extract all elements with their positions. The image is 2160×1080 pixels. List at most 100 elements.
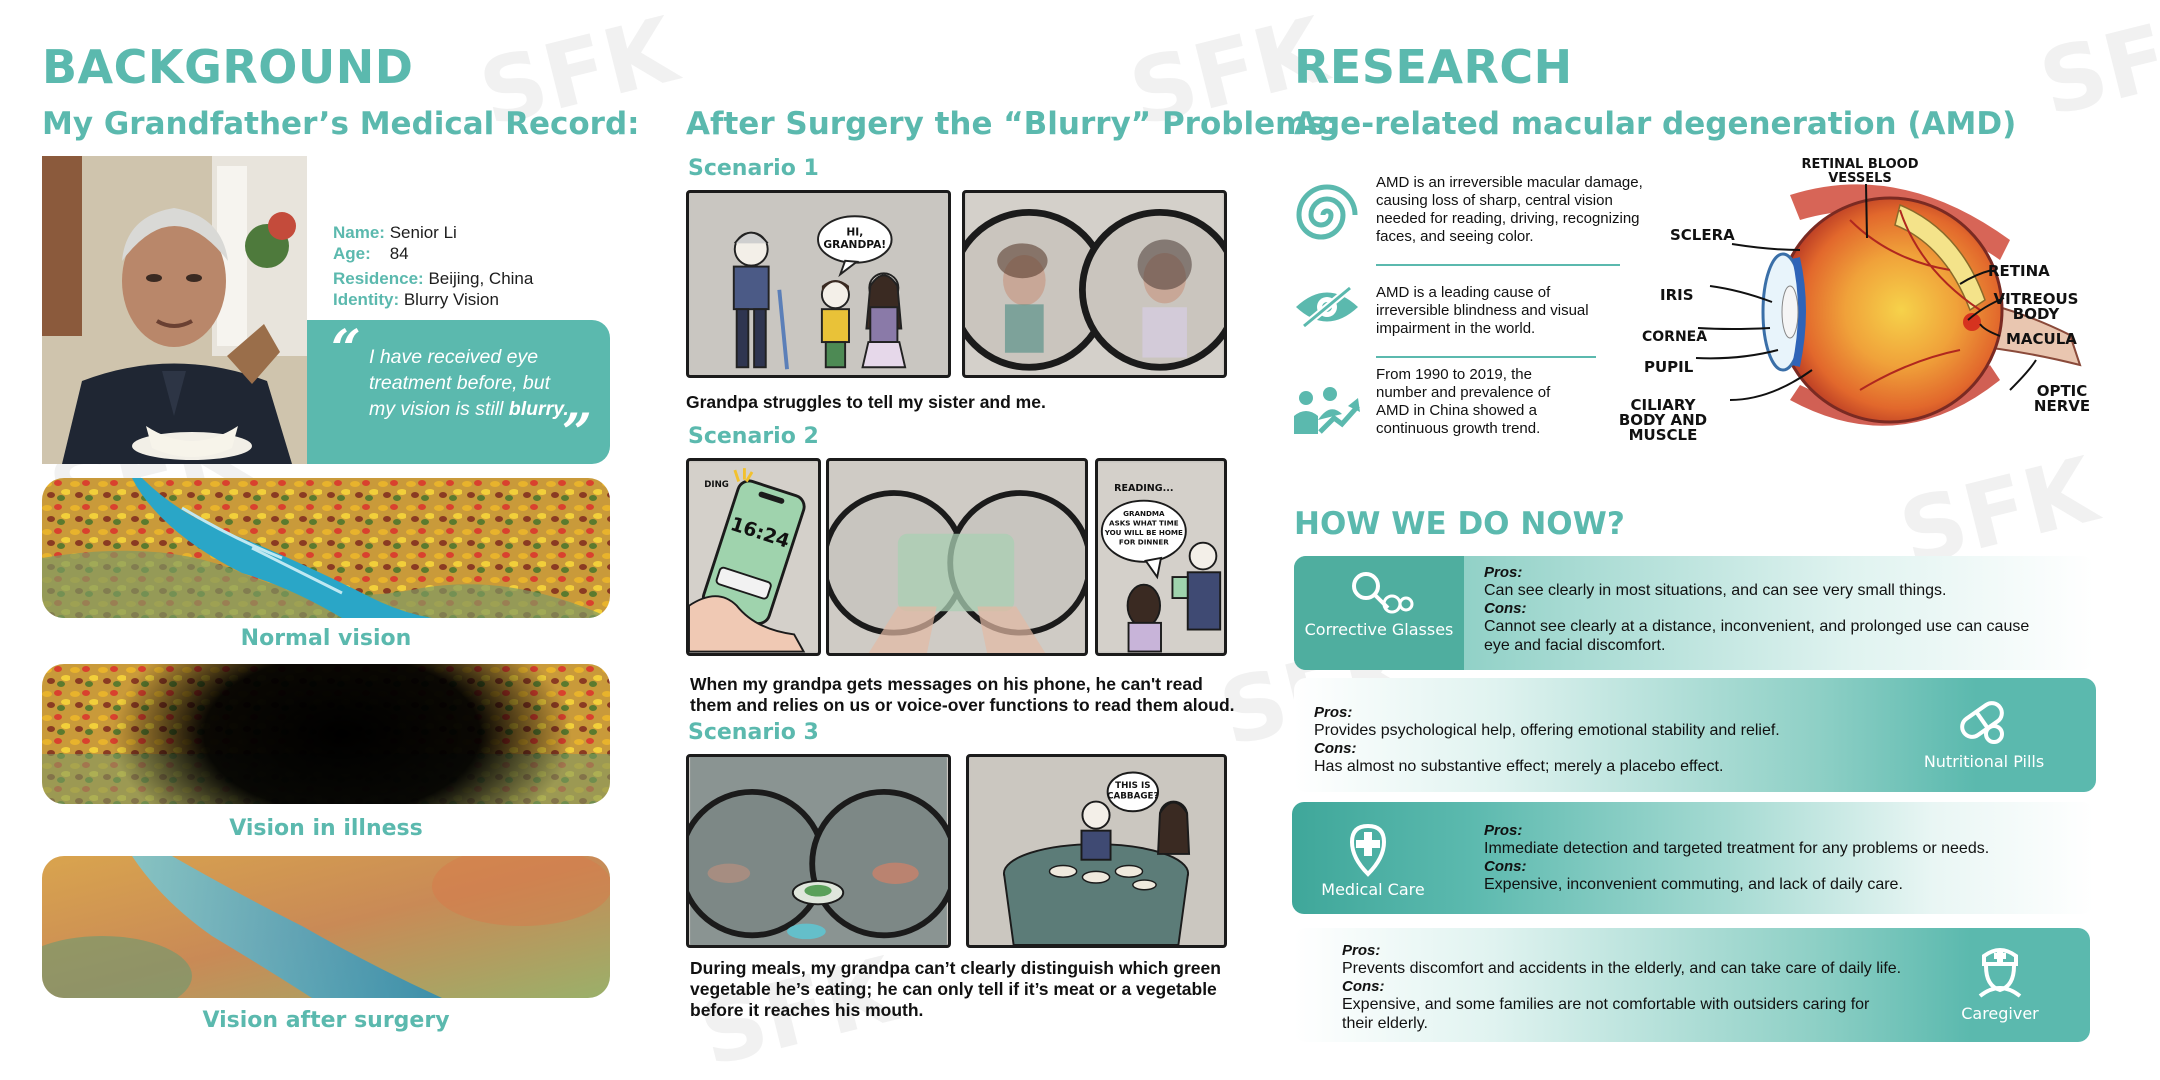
record-name-value: Senior Li [389, 223, 457, 242]
option-card-medical: Medical Care Pros: Immediate detection a… [1292, 802, 2094, 914]
medical-record: Name: Senior Li Age: 84 Residence: Beiji… [333, 222, 533, 310]
record-identity-label: Identity: [333, 290, 400, 309]
vision-caption-normal: Normal vision [240, 626, 412, 651]
quote-emphasis: blurry. [508, 398, 569, 420]
watermark-logo: SFK [2030, 0, 2160, 138]
normal-vision-image [42, 478, 610, 618]
record-identity-value: Blurry Vision [403, 290, 499, 309]
fact-2-text: AMD is a leading cause of irreversible b… [1376, 284, 1589, 337]
background-subtitle: My Grandfather’s Medical Record: [42, 106, 640, 142]
option-pros-glasses: Can see clearly in most situations, and … [1484, 582, 1947, 599]
record-age: Age: 84 [333, 243, 533, 264]
fact-divider [1376, 356, 1596, 358]
scenario-1-panel-right [962, 190, 1227, 378]
scenario-3-label: Scenario 3 [688, 720, 819, 745]
option-name-caregiver: Caregiver [1961, 1004, 2039, 1023]
record-name-label: Name: [333, 223, 385, 242]
medical-cross-icon [1340, 822, 1396, 878]
option-name-pills: Nutritional Pills [1923, 752, 2045, 771]
option-cons-pills: Has almost no substantive effect; merely… [1314, 758, 1724, 775]
label-iris: IRIS [1660, 286, 1694, 304]
scenario-1-label: Scenario 1 [688, 156, 819, 181]
label-vitreous-body: VITREOUS BODY [1993, 290, 2079, 323]
option-text-pills: Pros: Provides psychological help, offer… [1314, 704, 1914, 776]
grandfather-photo [42, 156, 307, 464]
label-cornea: CORNEA [1642, 329, 1708, 345]
record-name: Name: Senior Li [333, 222, 533, 243]
illness-vision-image [42, 664, 610, 804]
quote-open-mark: “ [331, 319, 361, 380]
scenario-2-panel-phone: 16:24 DING [686, 458, 821, 656]
ding-label: DING [704, 480, 729, 490]
scenario-3-panel-left [686, 754, 951, 948]
label-sclera: SCLERA [1670, 226, 1735, 244]
scenario-1-bubble: HI,GRANDPA! [823, 226, 886, 252]
record-age-label: Age: [333, 244, 371, 263]
label-optic-nerve: OPTIC NERVE [2033, 382, 2091, 415]
label-macula: MACULA [2006, 330, 2077, 348]
cons-label: Cons: [1484, 858, 1527, 875]
option-cons-caregiver: Expensive, and some families are not com… [1342, 996, 1870, 1032]
option-card-caregiver: Pros: Prevents discomfort and accidents … [1294, 928, 2090, 1042]
quote-text: I have received eye treatment before, bu… [369, 344, 569, 422]
label-pupil: PUPIL [1644, 358, 1694, 376]
quote-box: “ I have received eye treatment before, … [307, 320, 610, 464]
fact-3-text: From 1990 to 2019, the number and preval… [1376, 366, 1551, 437]
cons-label: Cons: [1342, 978, 1385, 995]
option-icon-panel [1294, 556, 1464, 670]
scenario-2-label: Scenario 2 [688, 424, 819, 449]
option-text-glasses: Pros: Can see clearly in most situations… [1484, 564, 2044, 655]
cons-label: Cons: [1314, 740, 1357, 757]
fact-1-text: AMD is an irreversible macular damage, c… [1376, 174, 1643, 245]
option-pros-pills: Provides psychological help, offering em… [1314, 722, 1780, 739]
option-text-caregiver: Pros: Prevents discomfort and accidents … [1342, 942, 1902, 1033]
pros-label: Pros: [1314, 704, 1353, 721]
pros-label: Pros: [1342, 942, 1381, 959]
people-growth-icon [1292, 384, 1362, 440]
research-title: RESEARCH [1294, 40, 1573, 94]
option-name-medical: Medical Care [1321, 880, 1425, 899]
vision-caption-after-surgery: Vision after surgery [202, 1008, 450, 1033]
option-pros-medical: Immediate detection and targeted treatme… [1484, 840, 1990, 857]
quote-close-mark: ” [562, 403, 592, 464]
scenario-3-caption: During meals, my grandpa can’t clearly d… [690, 958, 1221, 1020]
pros-label: Pros: [1484, 822, 1523, 839]
record-identity: Identity: Blurry Vision [333, 289, 533, 310]
problems-title: After Surgery the “Blurry” Problems: [686, 106, 1339, 142]
option-name-glasses: Corrective Glasses [1304, 620, 1454, 639]
option-card-glasses: Corrective Glasses Pros: Can see clearly… [1294, 556, 2094, 670]
label-ciliary-body: CILIARY BODY AND MUSCLE [1618, 396, 1708, 444]
research-subtitle: Age-related macular degeneration (AMD) [1294, 106, 2017, 142]
vision-caption-illness: Vision in illness [229, 816, 423, 841]
glasses-icon [1344, 566, 1414, 618]
record-residence: Residence: Beijing, China [333, 268, 533, 289]
spiral-icon [1292, 180, 1362, 250]
option-text-medical: Pros: Immediate detection and targeted t… [1484, 822, 2044, 894]
record-residence-label: Residence: [333, 269, 424, 288]
reading-label: READING... [1114, 483, 1173, 494]
scenario-2-caption: When my grandpa gets messages on his pho… [690, 674, 1235, 715]
background-title: BACKGROUND [42, 40, 414, 94]
nurse-icon [1972, 942, 2028, 998]
cons-label: Cons: [1484, 600, 1527, 617]
pros-label: Pros: [1484, 564, 1523, 581]
option-cons-medical: Expensive, inconvenient commuting, and l… [1484, 876, 1903, 893]
eye-slash-icon [1292, 282, 1362, 332]
scenario-2-panel-glasses [826, 458, 1088, 656]
pills-icon [1954, 692, 2010, 748]
scenario-1-caption: Grandpa struggles to tell my sister and … [686, 392, 1046, 412]
option-pros-caregiver: Prevents discomfort and accidents in the… [1342, 960, 1902, 977]
how-title: HOW WE DO NOW? [1294, 506, 1625, 542]
record-residence-value: Beijing, China [428, 269, 534, 288]
eye-anatomy-diagram: RETINAL BLOOD VESSELS SCLERA IRIS CORNEA… [1600, 150, 2100, 480]
fact-divider [1376, 264, 1620, 266]
option-cons-glasses: Cannot see clearly at a distance, inconv… [1484, 618, 2030, 654]
scenario-1-panel-left: HI,GRANDPA! [686, 190, 951, 378]
quote-body: I have received eye treatment before, bu… [369, 346, 551, 420]
after-surgery-vision-image [42, 856, 610, 998]
record-age-value: 84 [389, 244, 409, 263]
